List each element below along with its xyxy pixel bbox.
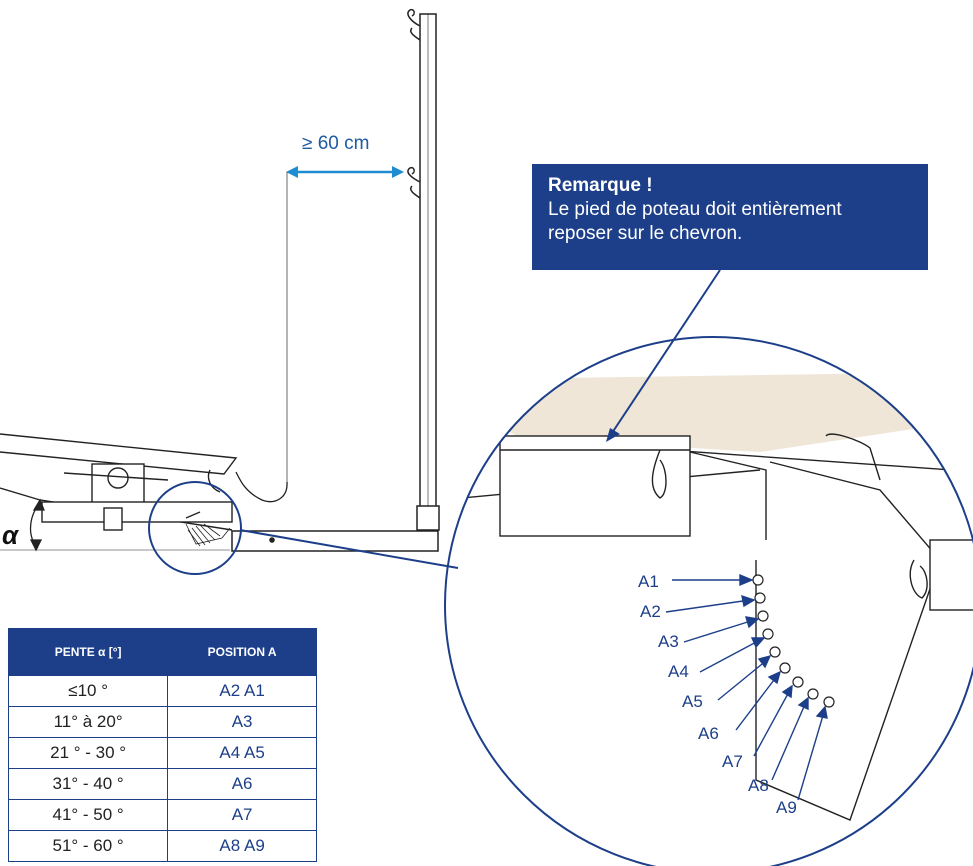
table-row: 51° - 60 ° A8 A9 (7, 830, 317, 862)
table-cell: 21 ° - 30 ° (7, 737, 169, 769)
position-arrows (665, 573, 828, 801)
note-box: Remarque ! Le pied de poteau doit entièr… (532, 164, 928, 270)
roof-rafter (0, 433, 238, 531)
table-cell: 41° - 50 ° (7, 799, 169, 831)
position-label: A2 (640, 602, 661, 621)
note-pointer (606, 269, 721, 442)
table-cell: A3 (167, 706, 317, 738)
table-row: 21 ° - 30 ° A4 A5 (7, 737, 317, 769)
table-cell: 51° - 60 ° (7, 830, 169, 862)
distance-arrow (235, 166, 404, 503)
slope-position-table: PENTE α [°] POSITION A ≤10 ° A2 A1 11° à… (7, 628, 317, 862)
table-cell: A8 A9 (167, 830, 317, 862)
position-label: A1 (638, 572, 659, 591)
column-header: POSITION A (167, 628, 317, 676)
table-cell: A6 (167, 768, 317, 800)
position-label: A8 (748, 776, 769, 795)
table-header-row: PENTE α [°] POSITION A (7, 628, 317, 676)
table-cell: 11° à 20° (7, 706, 169, 738)
table-row: 31° - 40 ° A6 (7, 768, 317, 800)
table-row: ≤10 ° A2 A1 (7, 675, 317, 707)
position-label: A7 (722, 752, 743, 771)
table-cell: A2 A1 (167, 675, 317, 707)
table-cell: A7 (167, 799, 317, 831)
table-cell: A4 A5 (167, 737, 317, 769)
magnified-detail (444, 336, 973, 866)
pole (407, 8, 440, 531)
position-label: A6 (698, 724, 719, 743)
position-label: A3 (658, 632, 679, 651)
base-beam (231, 530, 439, 552)
note-title: Remarque ! (548, 175, 653, 196)
table-row: 11° à 20° A3 (7, 706, 317, 738)
table-cell: ≤10 ° (7, 675, 169, 707)
note-line-1: Le pied de poteau doit entièrement (548, 199, 842, 220)
hole-pattern (752, 574, 835, 708)
table-cell: 31° - 40 ° (7, 768, 169, 800)
angle-label: α (2, 520, 19, 550)
slope-angle (0, 498, 230, 552)
position-label: A9 (776, 798, 797, 817)
column-header: PENTE α [°] (7, 628, 169, 676)
table-row: 41° - 50 ° A7 (7, 799, 317, 831)
position-label: A4 (668, 662, 689, 681)
detail-marker-circle (148, 481, 459, 575)
position-label: A5 (682, 692, 703, 711)
distance-label: ≥ 60 cm (302, 133, 370, 154)
note-line-2: reposer sur le chevron. (548, 223, 743, 244)
